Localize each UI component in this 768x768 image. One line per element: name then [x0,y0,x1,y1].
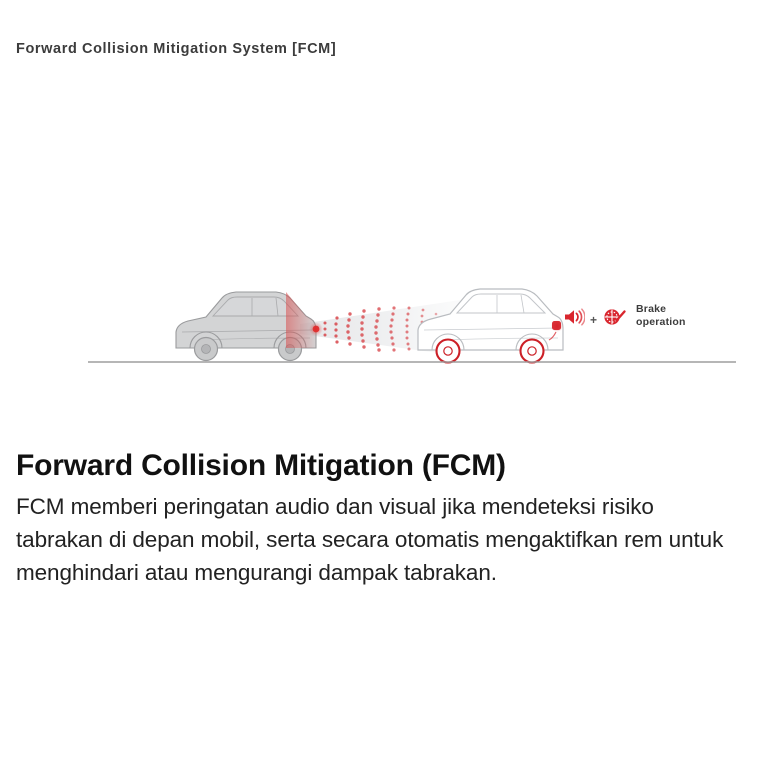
section-header-label: Forward Collision Mitigation System [FCM… [16,41,337,57]
speaker-icon [563,308,586,331]
content-block: Forward Collision Mitigation (FCM) FCM m… [16,448,736,589]
brake-label-line-2: operation [636,315,686,328]
brake-warning-icon [602,307,628,332]
plus-symbol: + [590,312,598,327]
lead-vehicle-outline [417,288,564,364]
brake-label-line-1: Brake [636,303,667,315]
fcm-illustration-svg [88,288,736,364]
brake-operation-label: Brake operation [636,303,686,328]
following-vehicle-gray [175,291,323,362]
fcm-illustration [0,250,768,380]
callout-icon-row: + [563,307,628,332]
description-text: FCM memberi peringatan audio dan visual … [16,494,724,585]
brake-callout: + Brake operation [563,303,743,349]
page-title: Forward Collision Mitigation (FCM) [16,449,506,482]
